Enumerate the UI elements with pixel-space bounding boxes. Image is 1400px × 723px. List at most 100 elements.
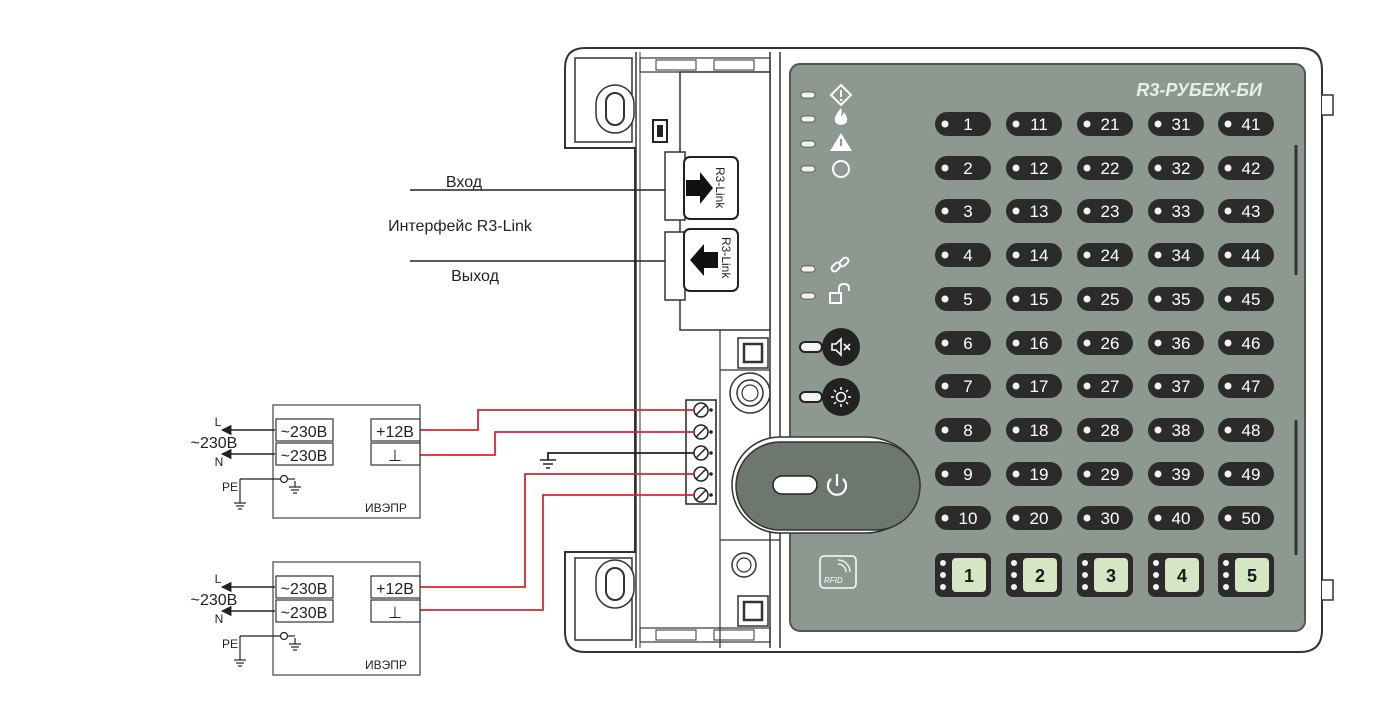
output-connector: R3-Link <box>683 228 739 292</box>
zone-indicator: 46 <box>1218 331 1274 355</box>
brightness-button[interactable] <box>799 378 860 416</box>
rfid-label: RFID <box>824 576 843 585</box>
zone-indicator: 4 <box>935 243 991 267</box>
zone-indicator: 6 <box>935 331 991 355</box>
zone-indicator: 3 <box>935 199 991 223</box>
sound-mute-icon <box>831 337 851 357</box>
zone-number: 19 <box>1030 465 1049 484</box>
zone-indicator: 38 <box>1148 418 1204 442</box>
zone-indicator: 42 <box>1218 156 1274 180</box>
zone-indicator: 18 <box>1006 418 1062 442</box>
zone-indicator: 2 <box>935 156 991 180</box>
pe-label: PE <box>222 480 238 494</box>
terminal-screw <box>693 445 713 461</box>
unlock-icon <box>829 282 850 304</box>
zone-number: 42 <box>1242 159 1261 178</box>
zone-indicator: 33 <box>1148 199 1204 223</box>
mains-label: ~230В <box>191 592 238 609</box>
ground-symbol <box>540 459 556 469</box>
zone-number: 17 <box>1030 377 1049 396</box>
group-button-5[interactable]: 5 <box>1218 553 1274 597</box>
zone-indicator: 50 <box>1218 506 1274 530</box>
zone-indicator: 35 <box>1148 287 1204 311</box>
group-button-label: 5 <box>1247 566 1257 586</box>
zone-number: 13 <box>1030 202 1049 221</box>
rfid-reader[interactable]: RFID <box>819 555 857 589</box>
sound-mute-button[interactable] <box>799 328 860 366</box>
zone-number: 1 <box>963 115 972 134</box>
zone-number: 7 <box>963 377 972 396</box>
zone-indicator: 27 <box>1077 374 1133 398</box>
output-label: Выход <box>451 268 500 285</box>
zone-number: 31 <box>1172 115 1191 134</box>
zone-indicator: 13 <box>1006 199 1062 223</box>
zone-indicator: 5 <box>935 287 991 311</box>
zone-number: 43 <box>1242 202 1261 221</box>
zone-indicator: 31 <box>1148 112 1204 136</box>
zone-number: 26 <box>1101 334 1120 353</box>
zone-number: 41 <box>1242 115 1261 134</box>
mains-label: ~230В <box>191 435 238 452</box>
zone-indicator: 15 <box>1006 287 1062 311</box>
zone-indicator: 28 <box>1077 418 1133 442</box>
zone-number: 35 <box>1172 290 1191 309</box>
line-n-label: N <box>215 455 224 469</box>
zone-indicator: 17 <box>1006 374 1062 398</box>
group-button-label: 1 <box>964 566 974 586</box>
warning-icon <box>830 133 852 151</box>
zone-indicator: 14 <box>1006 243 1062 267</box>
input-label: Вход <box>446 174 483 191</box>
group-button-2[interactable]: 2 <box>1006 553 1062 597</box>
psu-input-label: ~230В <box>281 581 328 598</box>
zone-number: 47 <box>1242 377 1261 396</box>
group-button-label: 4 <box>1177 566 1187 586</box>
psu-output-minus: ⊥ <box>388 448 402 465</box>
zone-number: 38 <box>1172 421 1191 440</box>
zone-number: 40 <box>1172 509 1191 528</box>
zone-number: 44 <box>1242 246 1261 265</box>
zone-number: 22 <box>1101 159 1120 178</box>
pe-label: PE <box>222 637 238 651</box>
ground-icon <box>234 502 246 510</box>
zone-indicator: 39 <box>1148 462 1204 486</box>
fire-icon <box>834 108 848 125</box>
zone-indicator: 44 <box>1218 243 1274 267</box>
zone-indicator: 12 <box>1006 156 1062 180</box>
zone-number: 34 <box>1172 246 1191 265</box>
zone-indicator: 23 <box>1077 199 1133 223</box>
zone-number: 10 <box>959 509 978 528</box>
group-button-4[interactable]: 4 <box>1148 553 1204 597</box>
zone-indicator: 29 <box>1077 462 1133 486</box>
zone-number: 18 <box>1030 421 1049 440</box>
power-wiring <box>420 409 694 611</box>
brightness-icon <box>831 387 851 407</box>
zone-number: 6 <box>963 334 972 353</box>
psu-input-label: ~230В <box>281 605 328 622</box>
zone-number: 39 <box>1172 465 1191 484</box>
input-connector-label: R3-Link <box>713 167 727 209</box>
input-connector: R3-Link <box>683 156 739 220</box>
power-button[interactable] <box>735 441 921 531</box>
power-supplies: ~230В~230В+12В⊥ИВЭПРL~230ВNPE~230В~230В+… <box>191 404 421 676</box>
zone-indicator: 36 <box>1148 331 1204 355</box>
zone-number: 36 <box>1172 334 1191 353</box>
group-button-1[interactable]: 1 <box>935 553 991 597</box>
zone-indicator: 40 <box>1148 506 1204 530</box>
zone-number: 37 <box>1172 377 1191 396</box>
zone-number: 30 <box>1101 509 1120 528</box>
psu-name: ИВЭПР <box>365 658 407 672</box>
zone-number: 21 <box>1101 115 1120 134</box>
zone-number: 5 <box>963 290 972 309</box>
zone-indicator: 32 <box>1148 156 1204 180</box>
zone-indicator: 9 <box>935 462 991 486</box>
zone-number: 29 <box>1101 465 1120 484</box>
zone-indicator: 10 <box>935 506 991 530</box>
zone-number: 32 <box>1172 159 1191 178</box>
psu-name: ИВЭПР <box>365 501 407 515</box>
group-button-3[interactable]: 3 <box>1077 553 1133 597</box>
zone-indicator: 43 <box>1218 199 1274 223</box>
zone-number: 23 <box>1101 202 1120 221</box>
zone-number: 27 <box>1101 377 1120 396</box>
